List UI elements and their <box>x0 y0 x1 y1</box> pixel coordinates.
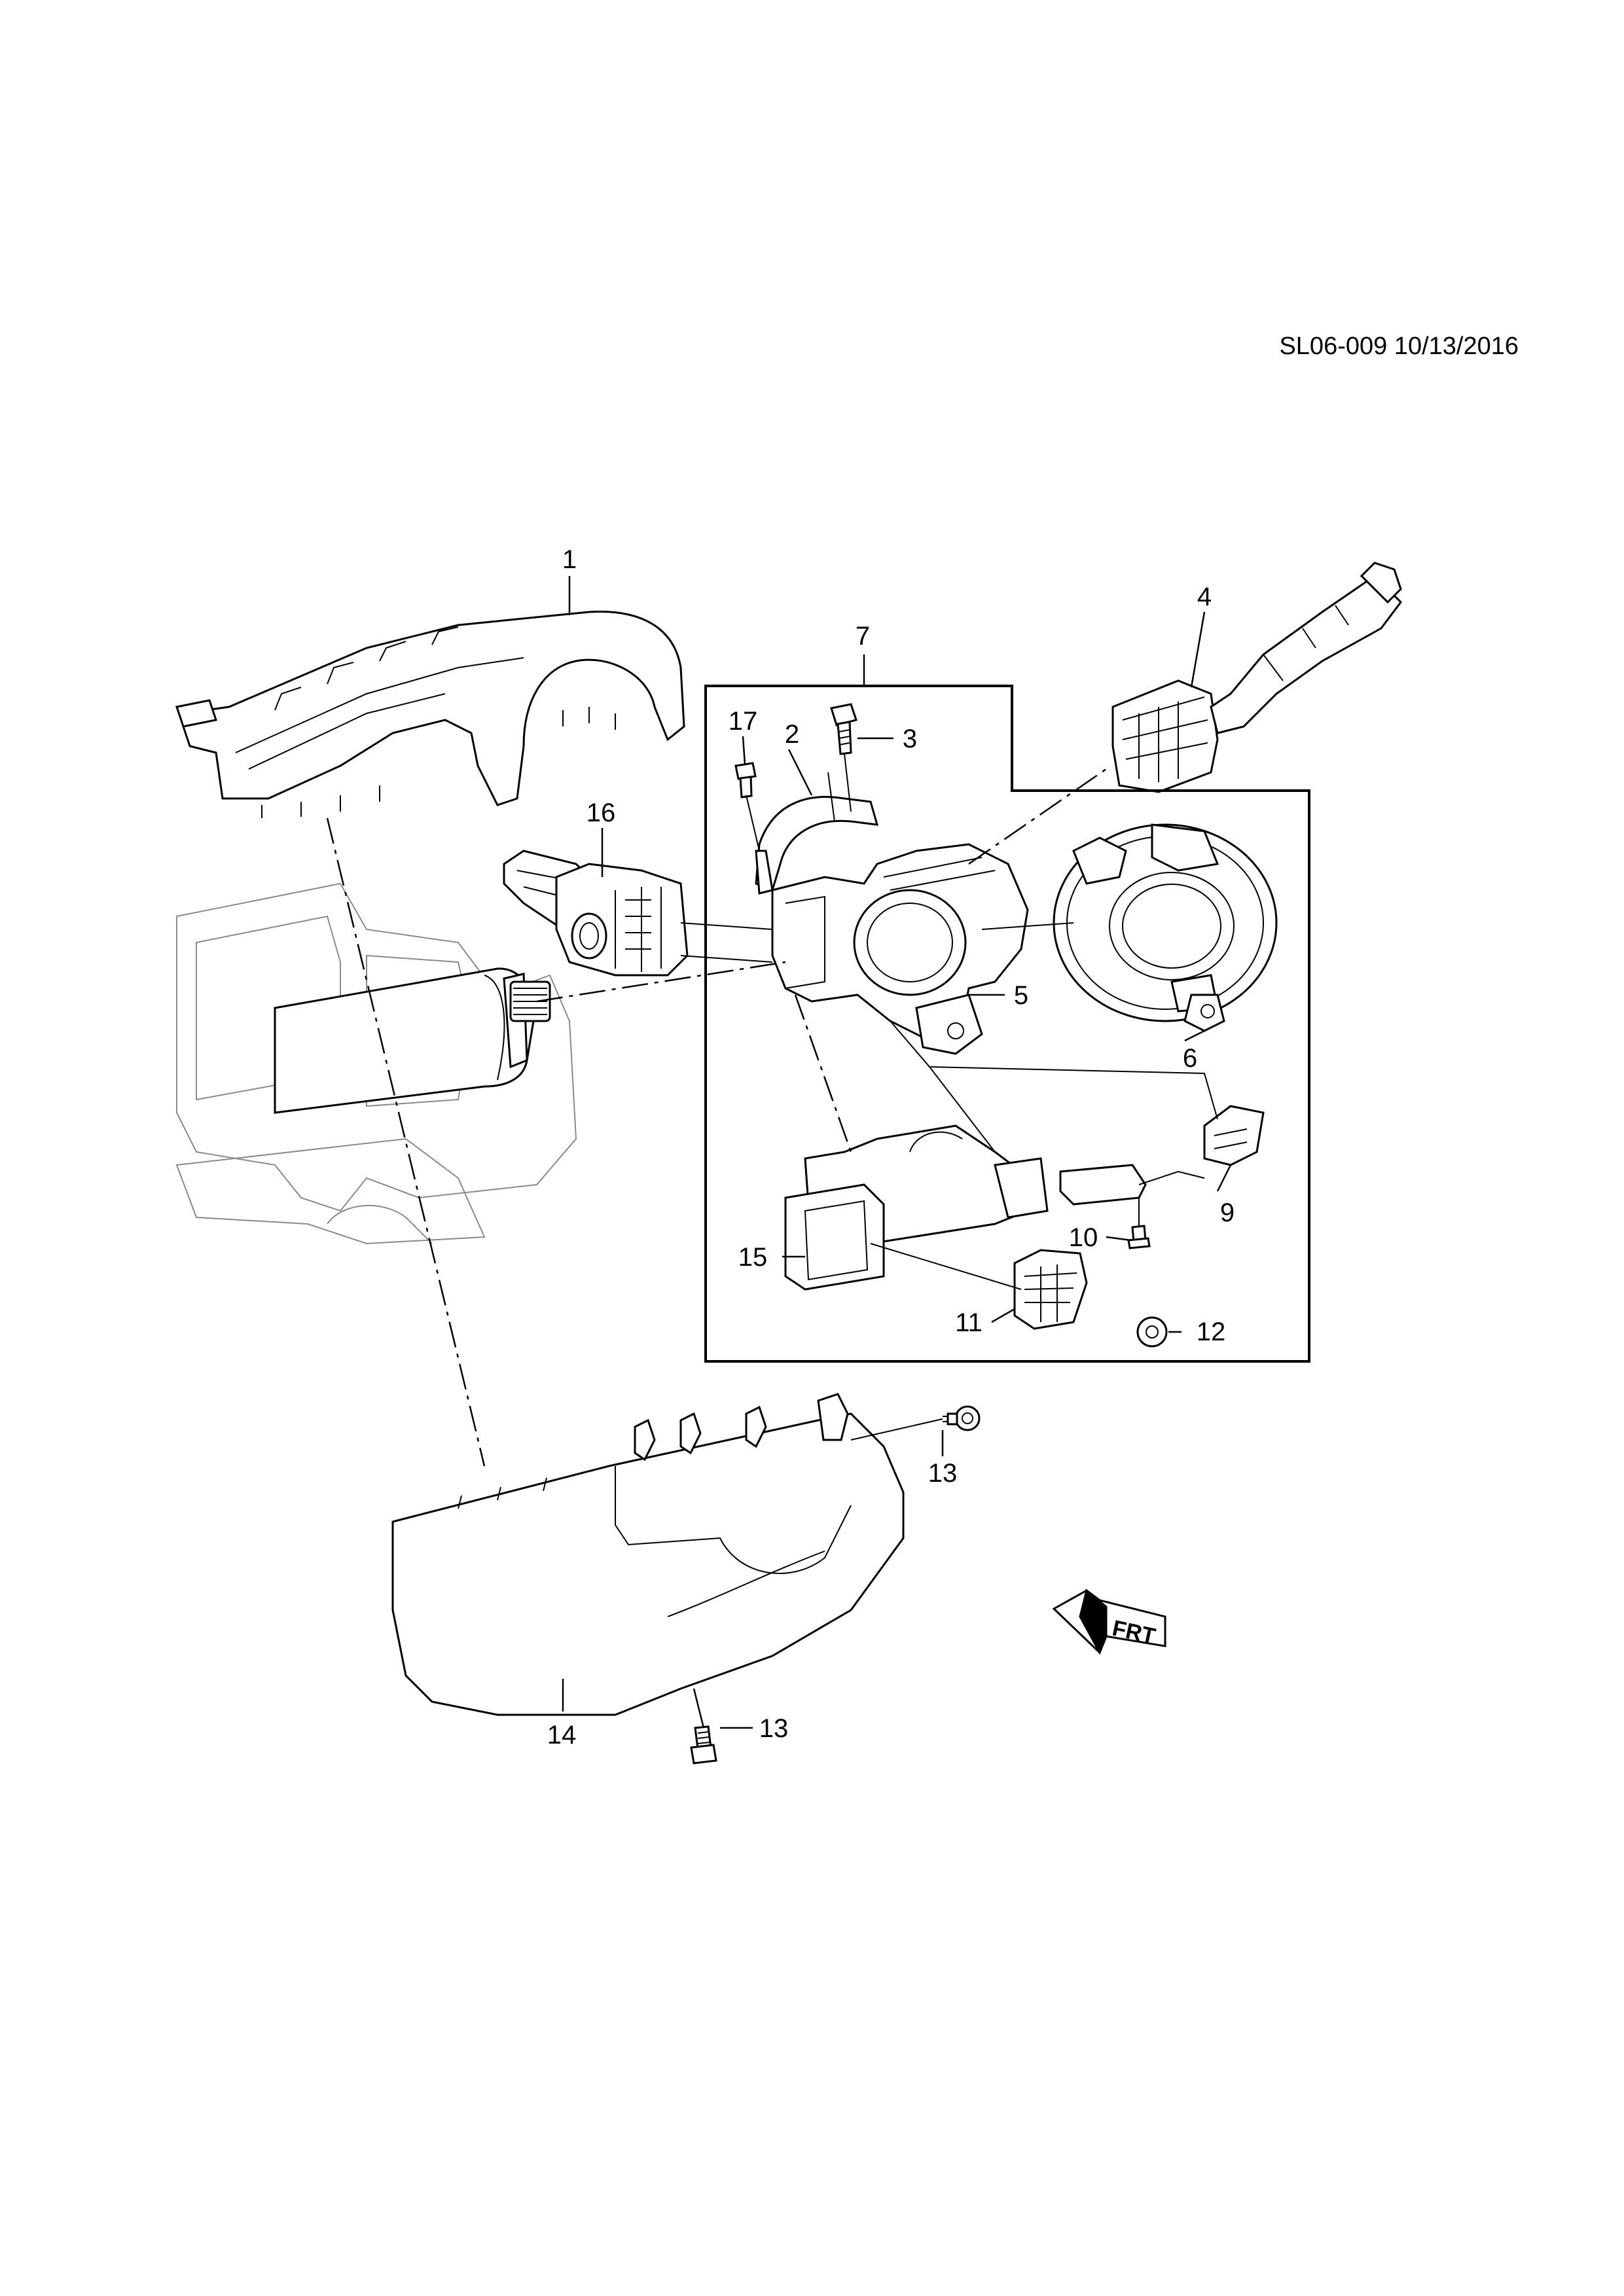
part-3-bolt <box>830 703 857 755</box>
callout-13-lower: 13 <box>759 1714 789 1743</box>
callout-5: 5 <box>1014 981 1028 1010</box>
part-9-sensor <box>1059 1105 1265 1206</box>
callout-16: 16 <box>586 798 616 827</box>
callout-9: 9 <box>1220 1198 1235 1227</box>
callout-7: 7 <box>856 622 870 651</box>
part-5-switch-housing <box>771 843 1029 1055</box>
callout-1: 1 <box>562 545 577 574</box>
callout-14: 14 <box>547 1721 577 1749</box>
part-2-bracket <box>755 796 879 895</box>
part-13-bolt-lower <box>690 1725 717 1765</box>
part-10-screw <box>1127 1225 1151 1249</box>
callout-3: 3 <box>903 725 917 753</box>
part-13-bolt-upper <box>943 1405 981 1431</box>
leader-lines <box>562 576 1232 1729</box>
callout-17: 17 <box>729 707 758 736</box>
steering-column-ghost <box>175 882 577 1245</box>
callout-12: 12 <box>1197 1318 1226 1346</box>
assembly-7-box <box>704 685 1310 1363</box>
drawing-id: SL06-009 10/13/2016 <box>1279 332 1519 360</box>
part-17-screw <box>734 762 757 798</box>
callout-2: 2 <box>785 720 799 749</box>
callout-15: 15 <box>738 1243 768 1272</box>
part-4-wiper-switch <box>1111 562 1402 793</box>
part-14-lower-trim-cover <box>391 1393 905 1716</box>
callout-13-upper: 13 <box>928 1459 958 1488</box>
part-1-upper-trim-cover <box>175 610 685 818</box>
callout-10: 10 <box>1069 1223 1098 1252</box>
callout-6: 6 <box>1183 1044 1197 1073</box>
callouts: 1 4 7 17 2 3 16 5 6 9 10 15 11 12 13 14 … <box>547 545 1235 1749</box>
alignment-lines <box>326 753 1218 1467</box>
callout-11: 11 <box>955 1308 983 1337</box>
callout-4: 4 <box>1197 583 1212 611</box>
front-direction-arrow: FRT <box>1052 1588 1166 1655</box>
part-12-washer <box>1136 1316 1168 1348</box>
part-15-lock-housing <box>784 1124 1049 1291</box>
part-16-turn-signal-switch <box>503 850 689 977</box>
part-11-switch-module <box>1013 1249 1088 1330</box>
part-6-clock-spring <box>1053 823 1278 1032</box>
